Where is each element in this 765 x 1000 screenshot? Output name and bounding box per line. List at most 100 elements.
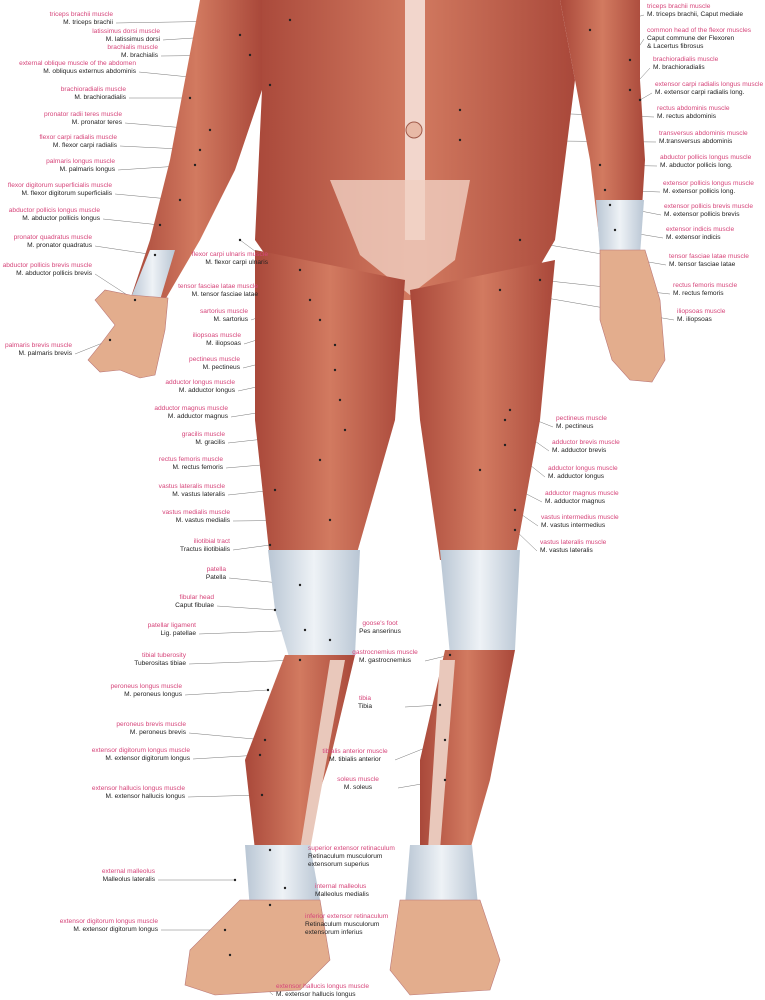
- label-english: flexor carpi ulnaris muscle: [191, 251, 268, 258]
- label-latin: M. latissimus dorsi: [105, 35, 160, 43]
- label-english: palmaris brevis muscle: [4, 342, 72, 349]
- leader-line: [639, 92, 653, 101]
- label-english: abductor pollicis longus muscle: [660, 154, 752, 161]
- right-arm: [560, 0, 645, 245]
- leader-dot: [638, 98, 642, 102]
- leader-dot: [608, 203, 612, 207]
- label-latin: M. peroneus longus: [124, 690, 182, 698]
- label-latin: M. palmaris brevis: [18, 349, 73, 357]
- label-latin: M. adductor magnus: [545, 497, 606, 505]
- label-latin: M. abductor pollicis brevis: [16, 269, 92, 277]
- label-latin: M. triceps brachii: [63, 18, 113, 26]
- label-latin: M. vastus medialis: [175, 516, 230, 524]
- label-english: goose's foot: [362, 620, 398, 627]
- label-latin: M. gracilis: [195, 438, 225, 446]
- label-english: inferior extensor retinaculum: [305, 913, 389, 920]
- label-english: vastus lateralis muscle: [540, 539, 607, 546]
- leader-dot: [333, 368, 337, 372]
- label-latin: Lig. patellae: [160, 629, 196, 637]
- label-english: flexor digitorum superficialis muscle: [7, 182, 112, 189]
- label-english: adductor brevis muscle: [552, 439, 620, 446]
- label-english: extensor hallucis longus muscle: [91, 785, 185, 792]
- label-english: extensor indicis muscle: [666, 226, 735, 233]
- label-latin: Patella: [205, 573, 226, 581]
- label-latin: M. vastus intermedius: [541, 521, 606, 529]
- leader-dot: [333, 343, 337, 347]
- label-latin: M. triceps brachii, Caput mediale: [647, 10, 744, 18]
- label-latin: M. vastus lateralis: [172, 490, 225, 498]
- left-knee: [268, 550, 360, 660]
- label-latin: Malleolus lateralis: [102, 875, 155, 883]
- leader-dot: [288, 18, 292, 22]
- leader-dot: [598, 163, 602, 167]
- navel: [405, 121, 423, 139]
- label-english: fibular head: [179, 594, 214, 601]
- right-knee: [440, 550, 520, 655]
- leader-dot: [478, 468, 482, 472]
- leader-dot: [268, 848, 272, 852]
- label-english: gracilis muscle: [181, 431, 225, 438]
- leader-dot: [458, 108, 462, 112]
- left-ankle: [245, 845, 320, 910]
- label-english: sartorius muscle: [199, 308, 248, 315]
- label-latin: M. extensor digitorum longus: [73, 925, 158, 933]
- leader-dot: [178, 198, 182, 202]
- leader-dot: [153, 253, 157, 257]
- label-english: transversus abdominis muscle: [659, 130, 748, 137]
- leader-line: [184, 689, 269, 696]
- left-thigh: [255, 250, 405, 560]
- label-english: pectineus muscle: [556, 415, 607, 422]
- label-english: rectus abdominis muscle: [657, 105, 730, 112]
- right-hand: [599, 249, 666, 383]
- label-english: extensor hallucis longus muscle: [276, 983, 370, 990]
- leader-dot: [283, 886, 287, 890]
- leader-dot: [538, 278, 542, 282]
- leader-dot: [268, 83, 272, 87]
- label-english: vastus intermedius muscle: [541, 514, 619, 521]
- leader-line: [102, 218, 161, 226]
- label-english: brachioradialis muscle: [653, 56, 719, 63]
- label-english: tibialis anterior muscle: [322, 748, 388, 755]
- label-latin: Caput fibulae: [175, 601, 214, 609]
- label-latin: M. rectus femoris: [172, 463, 223, 471]
- label-english: abductor pollicis longus muscle: [8, 207, 100, 214]
- leader-dot: [268, 543, 272, 547]
- leader-dot: [198, 148, 202, 152]
- label-latin: M. sartorius: [213, 315, 248, 323]
- label-english: extensor digitorum longus muscle: [91, 747, 190, 754]
- leader-dot: [108, 338, 112, 342]
- leader-dot: [513, 528, 517, 532]
- label-english: patellar ligament: [147, 622, 196, 629]
- leader-dot: [448, 653, 452, 657]
- label-latin: M. brachialis: [120, 51, 158, 59]
- label-latin: M. extensor pollicis brevis: [664, 210, 740, 218]
- label-english: abductor pollicis brevis muscle: [2, 262, 92, 269]
- label-latin: M. extensor digitorum longus: [105, 754, 190, 762]
- leader-dot: [158, 223, 162, 227]
